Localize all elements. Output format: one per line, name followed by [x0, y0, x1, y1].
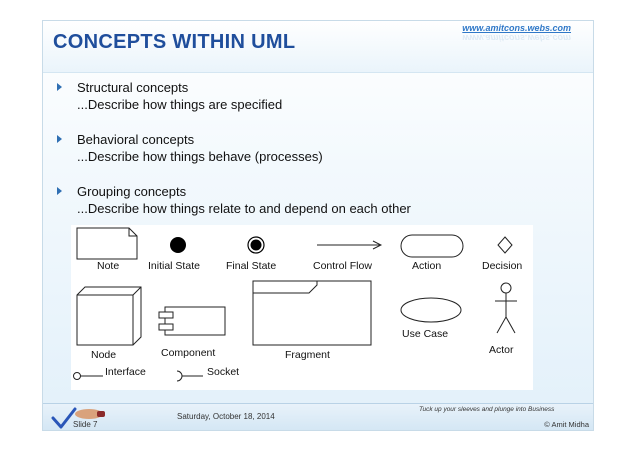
decision-symbol	[497, 236, 513, 254]
node-label: Node	[91, 349, 116, 361]
bullet-heading: Grouping concepts	[77, 184, 187, 199]
bullet-structural: Structural concepts ...Describe how thin…	[57, 79, 577, 113]
uml-symbols-svg: Note Initial State Final State Control F…	[73, 227, 522, 382]
interface-label: Interface	[105, 366, 146, 378]
footer-tagline: Tuck up your sleeves and plunge into Bus…	[419, 406, 555, 413]
fragment-symbol	[252, 280, 372, 346]
final-state-symbol	[247, 236, 265, 254]
control-flow-label: Control Flow	[313, 260, 372, 272]
final-state-label: Final State	[226, 260, 276, 272]
component-symbol	[158, 306, 226, 336]
website-reflection: www.amitcons.webs.com	[462, 33, 571, 43]
bullet-detail: ...Describe how things are specified	[77, 97, 283, 112]
bullet-heading: Structural concepts	[77, 80, 189, 95]
checkmark-hand-logo-icon	[51, 407, 105, 429]
actor-symbol	[495, 282, 517, 334]
note-label: Note	[97, 260, 119, 272]
action-label: Action	[412, 260, 441, 272]
triangle-bullet-icon	[57, 135, 62, 143]
interface-symbol	[73, 372, 103, 380]
slide-number: Slide 7	[73, 420, 98, 429]
bullet-detail: ...Describe how things relate to and dep…	[77, 201, 411, 216]
use-case-symbol	[400, 297, 462, 323]
footer-bar: Slide 7 Saturday, October 18, 2014 Tuck …	[43, 403, 593, 430]
actor-label: Actor	[489, 344, 514, 356]
slide-date: Saturday, October 18, 2014	[177, 412, 275, 421]
slide: CONCEPTS WITHIN UML www.amitcons.webs.co…	[42, 20, 594, 431]
control-flow-arrow	[317, 240, 383, 250]
bullet-detail: ...Describe how things behave (processes…	[77, 149, 323, 164]
bullet-list: Structural concepts ...Describe how thin…	[57, 79, 577, 235]
uml-notation-diagram: Note Initial State Final State Control F…	[71, 225, 533, 390]
note-symbol	[76, 227, 138, 260]
slide-title: CONCEPTS WITHIN UML	[53, 31, 296, 53]
triangle-bullet-icon	[57, 187, 62, 195]
use-case-label: Use Case	[402, 328, 448, 340]
triangle-bullet-icon	[57, 83, 62, 91]
initial-state-symbol	[170, 237, 186, 253]
title-band: CONCEPTS WITHIN UML www.amitcons.webs.co…	[43, 21, 593, 73]
action-symbol	[400, 234, 464, 258]
node-symbol	[76, 286, 142, 346]
author-credit: © Amit Midha	[544, 420, 589, 429]
bullet-heading: Behavioral concepts	[77, 132, 195, 147]
fragment-label: Fragment	[285, 349, 330, 361]
component-label: Component	[161, 347, 215, 359]
bullet-grouping: Grouping concepts ...Describe how things…	[57, 183, 577, 217]
initial-state-label: Initial State	[148, 260, 200, 272]
socket-symbol	[176, 370, 203, 382]
socket-label: Socket	[207, 366, 239, 378]
website-link[interactable]: www.amitcons.webs.com	[462, 23, 571, 33]
decision-label: Decision	[482, 260, 522, 272]
bullet-behavioral: Behavioral concepts ...Describe how thin…	[57, 131, 577, 165]
